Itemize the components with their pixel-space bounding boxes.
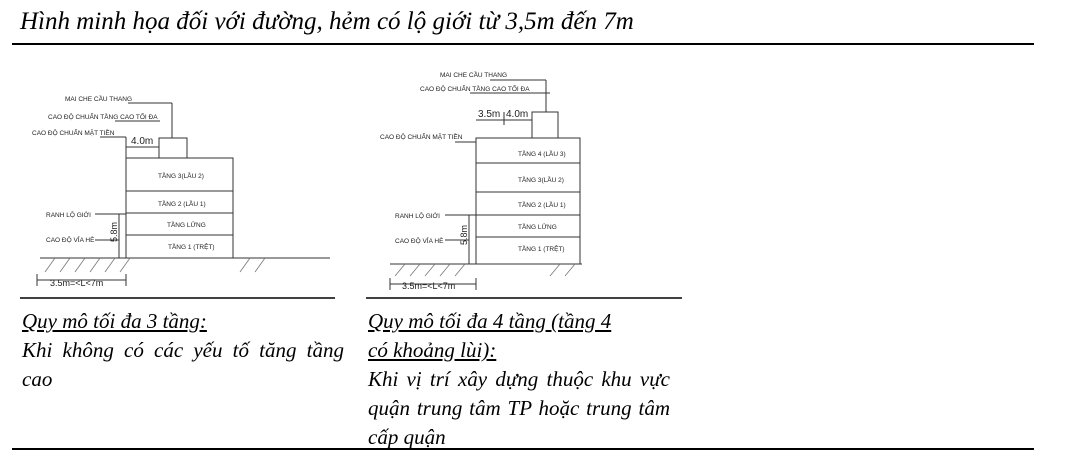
left-label-max-floor-height: CAO ĐỘ CHUẨN TẦNG CAO TỐI ĐA <box>48 111 158 121</box>
left-label-height: 5.8m <box>109 222 119 242</box>
right-label-setback1: 3.5m <box>478 109 500 120</box>
left-caption-text: Khi không có các yếu tố tăng tầng cao <box>22 338 344 391</box>
right-label-height: 5.8m <box>459 225 469 245</box>
left-label-stair-roof: MAI CHE CẦU THANG <box>65 93 132 103</box>
right-caption-text: Khi vị trí xây dựng thuộc khu vực quận t… <box>368 367 670 449</box>
title-underline <box>12 43 1034 45</box>
right-label-setback2: 4.0m <box>506 109 528 120</box>
right-label-sidewalk: CAO ĐỘ VỈA HÈ <box>395 236 444 245</box>
left-diagram: MAI CHE CẦU THANG CAO ĐỘ CHUẨN TẦNG CAO … <box>20 93 335 299</box>
left-label-floor2: TẦNG 2 (LẦU 1) <box>158 198 206 208</box>
left-label-facade-height: CAO ĐỘ CHUẨN MẶT TIỀN <box>32 127 115 137</box>
left-label-floor3: TẦNG 3(LẦU 2) <box>158 170 204 180</box>
right-label-mezzanine: TẦNG LỬNG <box>518 221 557 231</box>
right-label-lot-boundary: RANH LỘ GIỚI <box>395 211 440 220</box>
right-label-floor4: TẦNG 4 (LẦU 3) <box>518 148 566 158</box>
right-label-floor1: TẦNG 1 (TRỆT) <box>518 243 565 253</box>
right-label-floor2: TẦNG 2 (LẦU 1) <box>518 199 566 209</box>
right-label-floor3: TẦNG 3(LẦU 2) <box>518 174 564 184</box>
right-label-facade-height: CAO ĐỘ CHUẨN MẶT TIỀN <box>380 131 463 141</box>
right-label-max-floor-height: CAO ĐỘ CHUẨN TẦNG CAO TỐI ĐA <box>420 83 530 93</box>
left-label-lot-boundary: RANH LỘ GIỚI <box>46 210 91 219</box>
right-label-road-width: 3.5m=<L<7m <box>402 281 455 291</box>
right-diagram: MAI CHE CẦU THANG CAO ĐỘ CHUẨN TẦNG CAO … <box>366 69 682 299</box>
left-label-road-width: 3.5m=<L<7m <box>50 278 103 288</box>
right-caption-heading-line2: có khoảng lùi): <box>368 338 497 362</box>
bottom-rule <box>12 448 1034 450</box>
left-label-floor1: TẦNG 1 (TRỆT) <box>168 241 215 251</box>
right-caption-heading-line1: Quy mô tối đa 4 tầng (tầng 4 <box>368 309 612 333</box>
right-label-stair-roof: MAI CHE CẦU THANG <box>440 69 507 79</box>
left-label-mezzanine: TẦNG LỬNG <box>167 219 206 229</box>
left-label-sidewalk: CAO ĐỘ VỈA HÈ <box>46 235 95 244</box>
page-title: Hình minh họa đối với đường, hẻm có lộ g… <box>20 8 634 35</box>
left-caption-heading: Quy mô tối đa 3 tầng: <box>22 309 207 333</box>
left-label-setback: 4.0m <box>131 136 153 147</box>
